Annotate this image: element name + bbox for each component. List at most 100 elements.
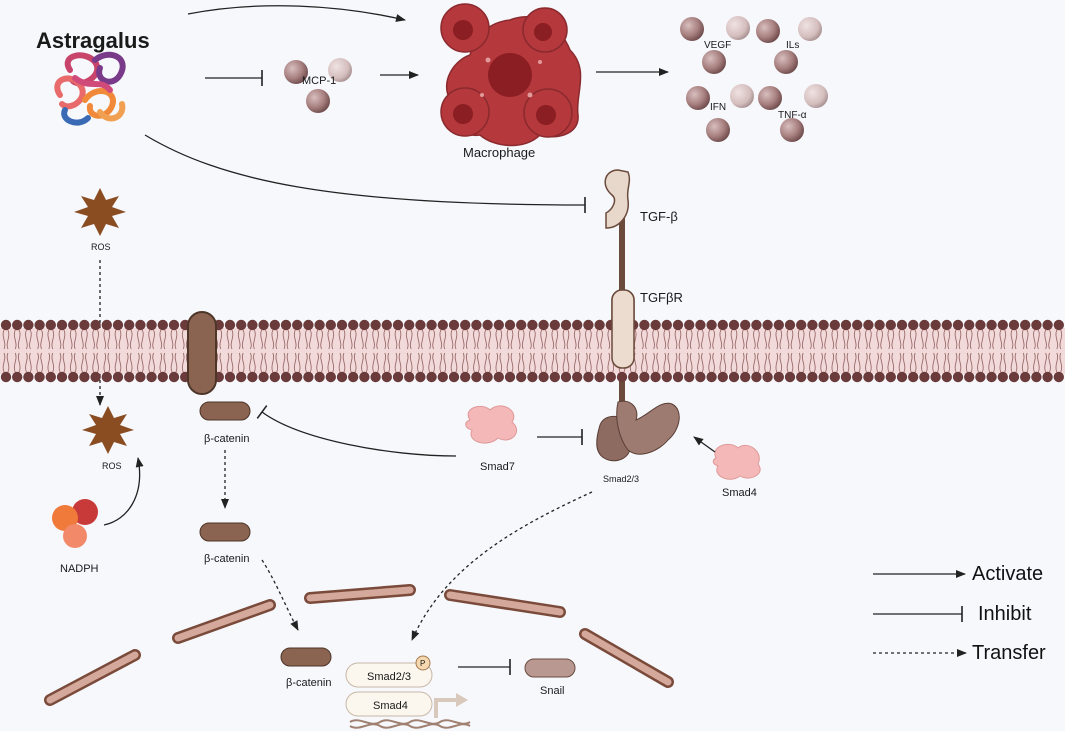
lipid-head	[269, 319, 280, 331]
lipid-head	[90, 371, 101, 383]
lipid-head	[717, 371, 728, 383]
lipid-head	[493, 319, 504, 331]
lipid-tail	[226, 329, 234, 350]
lipid-head	[516, 371, 527, 383]
lipid-head	[784, 319, 796, 331]
smad4-nuclear-label: Smad4	[373, 700, 408, 712]
lipid-tail	[25, 352, 32, 373]
lipid-tail	[685, 329, 693, 350]
lipid-tail	[753, 329, 760, 350]
lipid-tail	[876, 329, 883, 350]
smad4-label: Smad4	[722, 487, 757, 499]
astragalus-title: Astragalus	[36, 28, 150, 53]
lipid-head	[796, 371, 807, 383]
beta-catenin-2	[199, 522, 251, 542]
lipid-tail	[1021, 352, 1029, 373]
lipid-head	[12, 319, 23, 331]
lipid-tail	[372, 329, 379, 350]
lipid-tail	[450, 329, 458, 350]
lipid-tail	[327, 329, 335, 350]
lipid-head	[247, 371, 258, 383]
lipid-tail	[674, 329, 682, 350]
lipid-head	[460, 319, 471, 331]
lipid-head	[0, 371, 12, 383]
lipid-tail	[663, 329, 671, 350]
ros-bottom-label: ROS	[102, 461, 122, 471]
lipid-tail	[293, 329, 301, 350]
lipid-head	[695, 371, 706, 383]
lipid-tail	[988, 352, 995, 373]
beta-catenin-3-label: β-catenin	[286, 677, 331, 689]
lipid-tail	[786, 329, 794, 350]
smad23-nuclear-box	[345, 662, 433, 688]
lipid-tail	[495, 352, 503, 373]
vegf-label: VEGF	[704, 40, 731, 51]
lipid-tail	[361, 329, 368, 350]
lipid-head	[751, 319, 762, 331]
lipid-tail	[13, 329, 21, 350]
beta-catenin-transfer-2	[261, 559, 299, 631]
mcp1-particle	[328, 58, 352, 82]
lipid-head	[325, 319, 336, 331]
nuclear-envelope-inner	[46, 586, 672, 704]
lipid-head	[236, 371, 247, 383]
lipid-head	[896, 371, 908, 383]
lipid-head	[773, 371, 784, 383]
lipid-tail	[786, 352, 794, 373]
lipid-head	[359, 319, 370, 331]
lipid-tail	[137, 352, 144, 373]
lipid-head	[616, 371, 628, 383]
lipid-tail	[775, 352, 783, 373]
lipid-head	[818, 319, 829, 331]
lipid-tail	[372, 352, 379, 373]
lipid-tail	[271, 329, 279, 350]
lipid-tail	[551, 329, 559, 350]
mcp1-particle	[306, 89, 330, 113]
lipid-head	[404, 371, 415, 383]
lipid-tail	[125, 352, 133, 373]
lipid-tail	[506, 352, 514, 373]
lipid-head	[975, 371, 986, 383]
lipid-head	[392, 319, 404, 331]
lipid-tail	[977, 352, 984, 373]
lipid-head	[863, 371, 874, 383]
lipid-head	[56, 319, 68, 331]
lipid-tail	[529, 352, 536, 373]
lipid-tail	[36, 329, 43, 350]
lipid-tail	[405, 352, 413, 373]
lipid-head	[45, 371, 56, 383]
lipid-head	[101, 319, 113, 331]
lipid-tail	[652, 329, 659, 350]
lipid-head	[740, 371, 751, 383]
lipid-tail	[450, 352, 458, 373]
lipid-head	[829, 371, 840, 383]
lipid-head	[1031, 371, 1042, 383]
lipid-tail	[685, 352, 693, 373]
lipid-head	[135, 319, 146, 331]
lipid-head	[370, 371, 381, 383]
lipid-tail	[708, 352, 715, 373]
lipid-tail	[13, 352, 21, 373]
lipid-tail	[484, 352, 491, 373]
lipid-head	[336, 319, 348, 331]
lipid-head	[852, 371, 863, 383]
lipid-tail	[282, 329, 290, 350]
lipid-head	[101, 371, 113, 383]
lipid-tail	[641, 352, 648, 373]
lipid-tail	[1033, 352, 1040, 373]
nadph-label: NADPH	[60, 563, 99, 575]
lipid-head	[684, 371, 695, 383]
lipid-tail	[865, 329, 872, 350]
lipid-tail	[495, 329, 503, 350]
lipid-head	[90, 319, 101, 331]
lipid-head	[1042, 319, 1053, 331]
lipid-tail	[114, 329, 122, 350]
lipid-head	[650, 319, 661, 331]
lipid-tail	[405, 329, 413, 350]
beta-catenin-3	[280, 647, 332, 667]
lipid-tail	[965, 352, 973, 373]
lipid-tail	[954, 352, 962, 373]
lipid-head	[1008, 319, 1020, 331]
lipid-head	[0, 319, 12, 331]
lipid-head	[247, 319, 258, 331]
